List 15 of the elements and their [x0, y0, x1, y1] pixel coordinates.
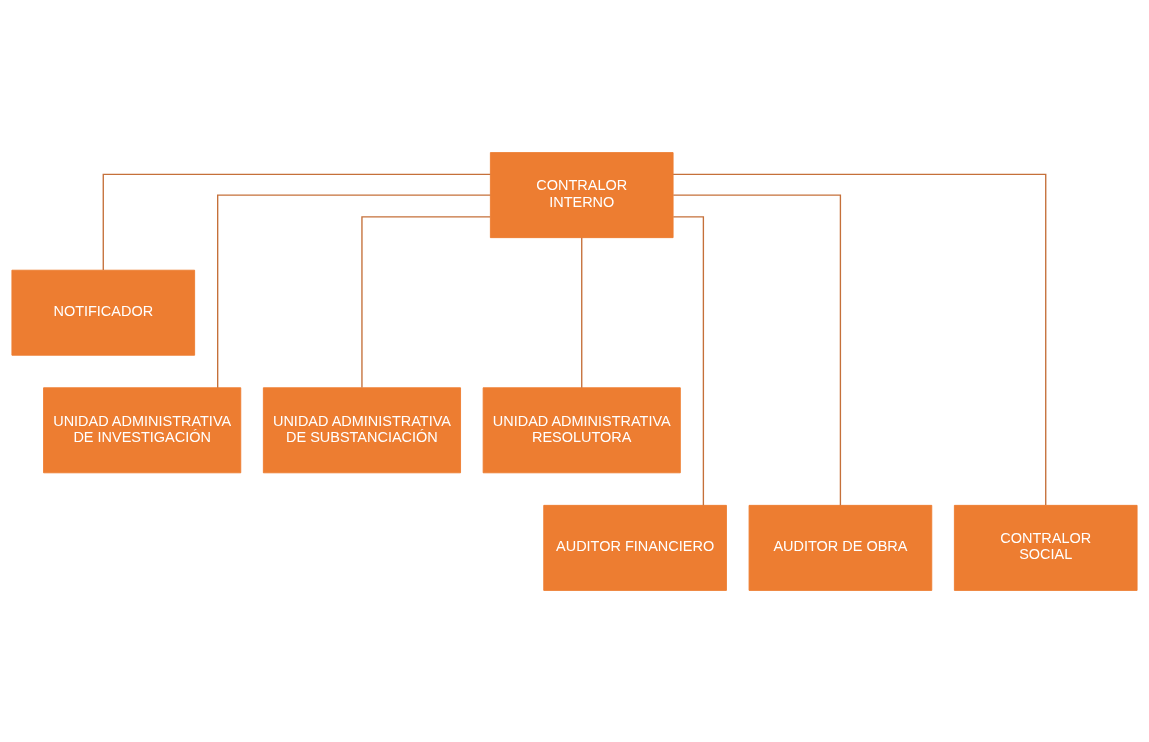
node-box: UNIDAD ADMINISTRATIVA DE SUBSTANCIACIÓN [262, 386, 461, 473]
connector [672, 193, 842, 506]
connector [672, 215, 705, 506]
node-box: CONTRALOR SOCIAL [953, 504, 1138, 591]
node-box: NOTIFICADOR [11, 269, 196, 356]
node-box: AUDITOR FINANCIERO [543, 504, 727, 591]
node-box: UNIDAD ADMINISTRATIVA DE INVESTIGACIÓN [43, 386, 242, 473]
connector [581, 236, 583, 388]
connector [672, 173, 1047, 506]
connector [102, 173, 491, 271]
node-box: CONTRALOR INTERNO [489, 151, 674, 238]
connector [217, 193, 491, 388]
node-box: AUDITOR DE OBRA [748, 504, 933, 591]
node-box: UNIDAD ADMINISTRATIVA RESOLUTORA [482, 386, 681, 473]
connector [361, 215, 491, 388]
